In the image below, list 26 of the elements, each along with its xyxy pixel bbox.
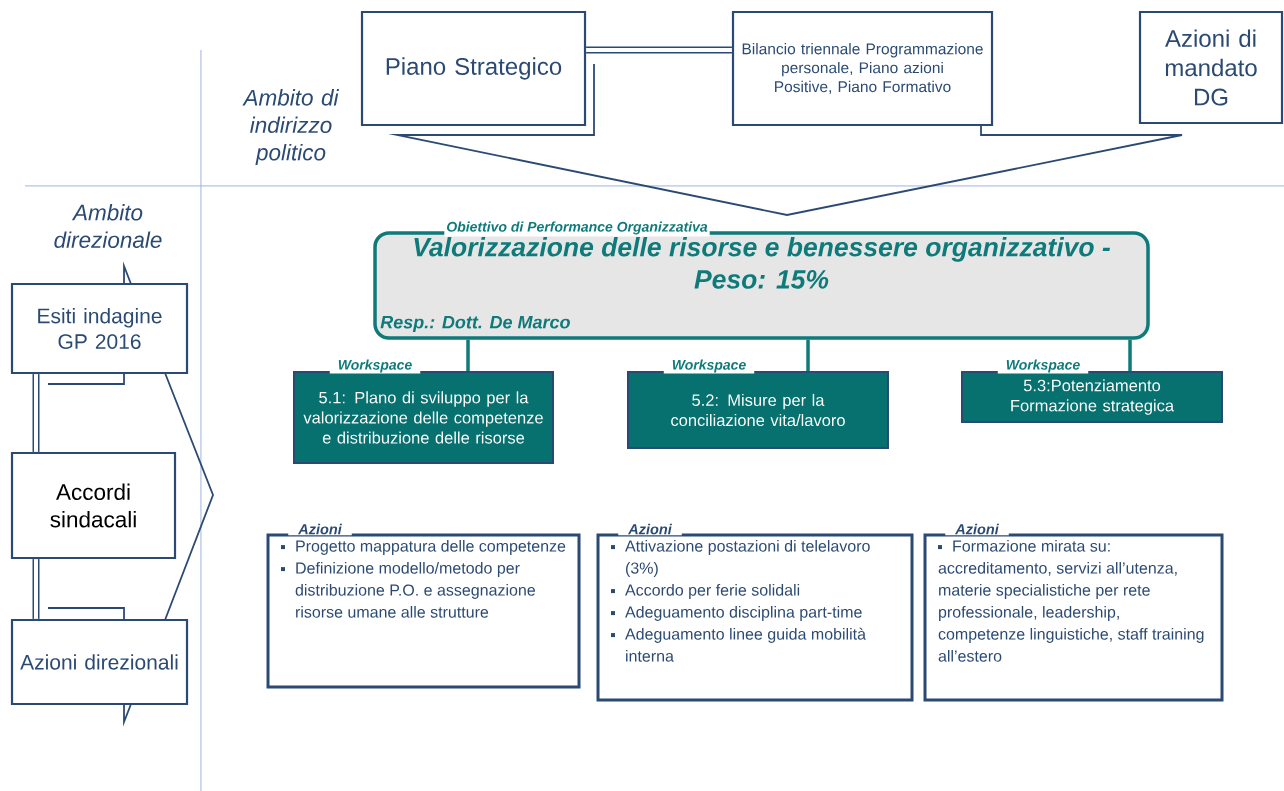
double-line-connector: [32, 374, 40, 452]
node-label: Adeguamento linee guida mobilità interna: [625, 627, 866, 662]
node-label: Accordo per ferie solidali: [625, 584, 800, 599]
double-line-connector: [586, 46, 732, 54]
responsible-label: Resp.: Dott. De Marco: [380, 315, 570, 333]
heading-label: Obiettivo di Performance Organizzativa: [444, 219, 710, 237]
node-label: Adeguamento disciplina part-time: [625, 606, 862, 621]
text-box: Azioni di mandato DG: [1138, 10, 1284, 125]
section-label: Ambito direzionale: [54, 204, 162, 248]
text-box: Esiti indagine GP 2016: [10, 282, 189, 375]
connector-line: [466, 339, 470, 371]
text-box: Piano Strategico: [360, 10, 587, 127]
section-label: Ambito di indirizzo politico: [242, 89, 339, 165]
heading-label: Workspace: [663, 358, 755, 374]
node-label: Attivazione postazioni di telelavoro (3%): [625, 540, 870, 577]
text-box: Accordi sindacali: [10, 451, 177, 560]
heading-label: Workspace: [997, 358, 1089, 374]
heading-label: Azioni: [945, 522, 1009, 536]
double-line-connector: [32, 559, 40, 619]
text-box: Azioni direzionali: [10, 618, 189, 706]
heading-label: Azioni: [288, 522, 352, 536]
connector-line: [806, 339, 810, 371]
heading-label: Workspace: [329, 358, 421, 374]
heading-label: Azioni: [618, 522, 682, 536]
text-box: Bilancio triennale Programmazione personale, Piano azioni Positive, Piano Formativo: [731, 10, 994, 127]
connector-line: [1128, 339, 1132, 371]
